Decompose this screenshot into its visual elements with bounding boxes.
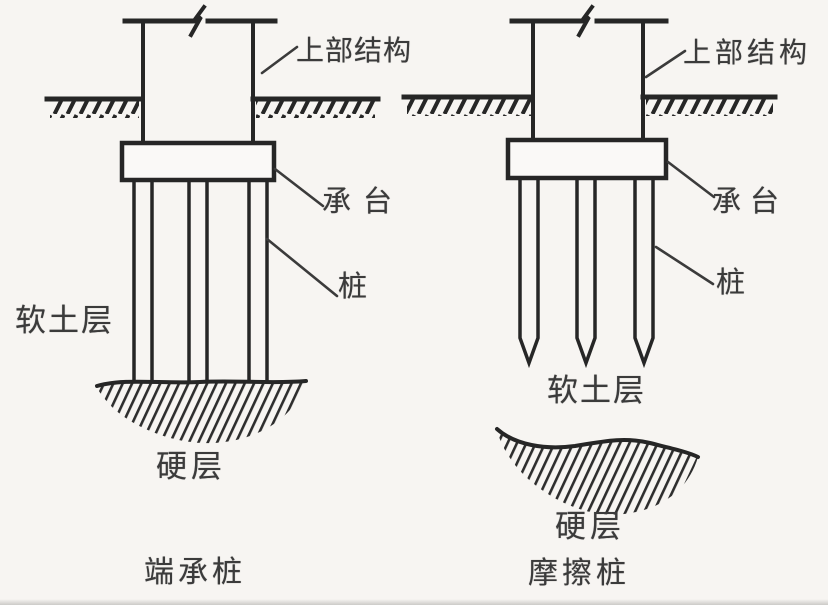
left-piles	[132, 165, 269, 383]
left-caption-end-bearing-pile: 端承桩	[144, 556, 246, 589]
right-label-pile: 桩	[716, 267, 746, 299]
right-label-superstructure: 上部结构	[683, 38, 812, 69]
right-piles	[518, 165, 655, 369]
left-label-soft-soil: 软土层	[15, 303, 114, 338]
left-superstructure-column	[122, 4, 278, 146]
left-label-superstructure: 上部结构	[296, 36, 413, 67]
right-label-pile-cap: 承台	[712, 186, 789, 218]
left-pile-cap	[119, 140, 277, 183]
right-superstructure-column	[509, 4, 669, 143]
bottom-edge-artifact	[0, 599, 828, 605]
left-label-hard-layer: 硬层	[156, 449, 226, 484]
left-label-pile: 桩	[338, 271, 368, 303]
right-ground-surface	[401, 94, 778, 116]
left-ground-surface	[44, 96, 381, 118]
left-hard-layer	[95, 379, 308, 444]
right-caption-friction-pile: 摩擦桩	[528, 557, 630, 590]
right-break-symbol-icon	[576, 4, 595, 38]
left-leader-lines	[260, 45, 339, 298]
right-leader-pile	[654, 245, 715, 286]
left-label-pile-cap: 承台	[322, 186, 405, 218]
right-leader-pile-cap	[666, 160, 716, 199]
right-leader-superstructure	[644, 49, 687, 79]
left-leader-pile-cap	[273, 167, 325, 208]
right-leader-lines	[644, 49, 716, 286]
right-label-soft-soil: 软土层	[547, 373, 646, 408]
right-label-hard-layer: 硬层	[555, 509, 625, 544]
right-pile-cap	[505, 137, 669, 181]
left-leader-superstructure	[260, 45, 299, 75]
left-break-symbol-icon	[188, 4, 207, 38]
left-leader-pile	[265, 237, 339, 298]
right-hard-layer	[495, 427, 700, 515]
